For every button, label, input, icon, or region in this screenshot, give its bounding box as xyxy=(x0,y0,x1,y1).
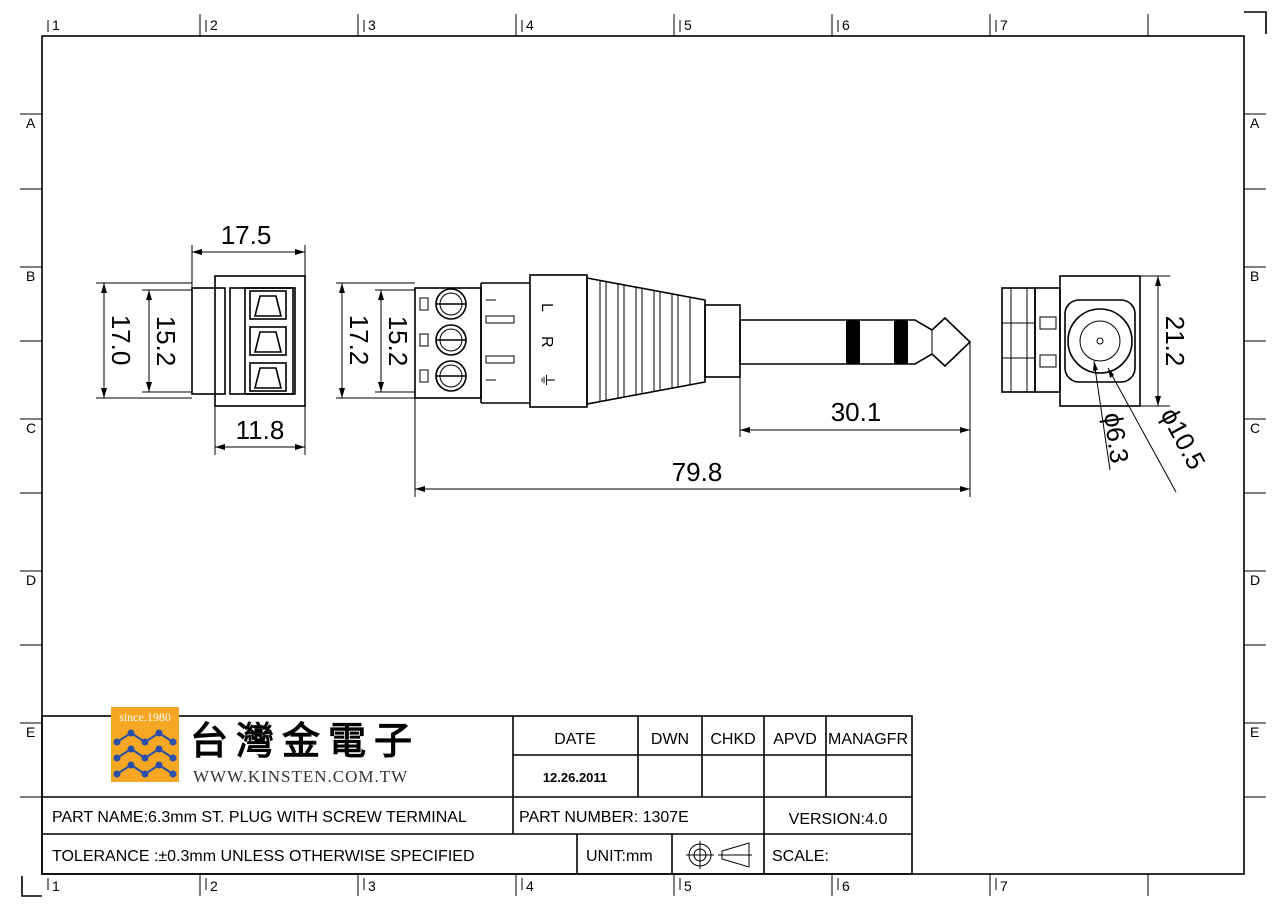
label-left: L xyxy=(538,303,555,312)
dwn-label: DWN xyxy=(651,731,689,748)
plug-shaft xyxy=(739,316,972,368)
tolerance: TOLERANCE :±0.3mm UNLESS OTHERWISE SPECI… xyxy=(52,848,475,865)
unit: UNIT:mm xyxy=(586,848,653,865)
dim-end-diam-small: ϕ6.3 xyxy=(1098,411,1135,465)
screw-head xyxy=(435,288,467,320)
label-ground: ⏚ xyxy=(538,372,556,388)
company-website: WWW.KINSTEN.COM.TW xyxy=(193,767,408,786)
managfr-label: MANAGFR xyxy=(828,731,908,748)
scale: SCALE: xyxy=(772,848,829,865)
screw-slot xyxy=(249,290,287,320)
label-right: R xyxy=(538,336,555,348)
projection-symbol-icon xyxy=(686,841,752,869)
since-badge xyxy=(111,707,179,725)
side-view: 17.5 17.0 15.2 11.8 xyxy=(96,220,306,455)
apvd-label: APVD xyxy=(773,731,817,748)
dim-side-height-inner: 15.2 xyxy=(151,316,181,367)
screw-head xyxy=(435,360,467,392)
zone-row-label-right: B xyxy=(1250,268,1259,284)
dim-side-bottom-width: 11.8 xyxy=(236,415,285,445)
corner-mark-top-right xyxy=(1244,11,1267,34)
zone-row-label-left: D xyxy=(26,572,36,588)
zone-ticks xyxy=(20,14,1266,896)
zone-column-label-top: 3 xyxy=(368,17,376,33)
part-number: PART NUMBER: 1307E xyxy=(519,809,689,826)
zone-row-label-left: B xyxy=(26,268,35,284)
dim-front-height-outer: 17.2 xyxy=(344,315,374,366)
zone-column-label-bottom: 6 xyxy=(842,878,850,894)
zone-column-label-top: 7 xyxy=(1000,17,1008,33)
zone-column-label-top: 5 xyxy=(684,17,692,33)
zone-row-label-right: D xyxy=(1250,572,1260,588)
zone-column-label-top: 2 xyxy=(210,17,218,33)
company-name-cn: 台灣金電子 xyxy=(190,718,420,763)
date-value: 12.26.2011 xyxy=(543,770,607,785)
dim-end-height: 21.2 xyxy=(1160,316,1190,367)
version: VERSION:4.0 xyxy=(789,811,888,828)
dim-end-diam-large: ϕ10.5 xyxy=(1155,403,1212,475)
dim-side-height-outer: 17.0 xyxy=(106,315,136,366)
end-view: 21.2 ϕ6.3 ϕ10.5 xyxy=(1001,275,1212,493)
zone-column-label-top: 4 xyxy=(526,17,534,33)
dim-front-height-inner: 15.2 xyxy=(383,316,413,367)
logo-dot-pattern xyxy=(113,729,177,778)
zone-column-label-bottom: 7 xyxy=(1000,878,1008,894)
zone-column-label-bottom: 4 xyxy=(526,878,534,894)
title-block: since.1980 台灣金電子 WWW.KINSTEN.COM.TW DATE… xyxy=(41,707,913,875)
zone-row-label-left: E xyxy=(26,724,35,740)
zone-column-label-bottom: 3 xyxy=(368,878,376,894)
corner-mark-bottom-left xyxy=(21,876,42,897)
part-name: PART NAME:6.3mm ST. PLUG WITH SCREW TERM… xyxy=(52,809,467,826)
zone-row-label-left: C xyxy=(26,420,36,436)
zone-column-label-top: 6 xyxy=(842,17,850,33)
screw-head xyxy=(435,324,467,356)
zone-column-label-bottom: 1 xyxy=(52,878,60,894)
chkd-label: CHKD xyxy=(710,731,755,748)
screw-slot xyxy=(249,326,287,356)
zone-row-label-right: E xyxy=(1250,724,1259,740)
zone-column-label-bottom: 5 xyxy=(684,878,692,894)
dim-side-width: 17.5 xyxy=(221,220,272,250)
front-view: L R ⏚ 17.2 xyxy=(336,274,972,497)
dim-plug-length: 30.1 xyxy=(831,397,882,427)
screw-slot xyxy=(249,362,287,392)
zone-column-label-top: 1 xyxy=(52,17,60,33)
strain-relief xyxy=(586,277,706,405)
zone-row-label-right: A xyxy=(1250,115,1260,131)
dim-total-length: 79.8 xyxy=(672,457,723,487)
plug-barrel xyxy=(704,304,741,378)
company-logo: since.1980 台灣金電子 WWW.KINSTEN.COM.TW xyxy=(111,707,420,786)
date-label: DATE xyxy=(554,731,595,748)
zone-row-label-left: A xyxy=(26,115,36,131)
since-badge-text: since.1980 xyxy=(119,710,171,724)
zone-column-label-bottom: 2 xyxy=(210,878,218,894)
zone-row-label-right: C xyxy=(1250,420,1260,436)
